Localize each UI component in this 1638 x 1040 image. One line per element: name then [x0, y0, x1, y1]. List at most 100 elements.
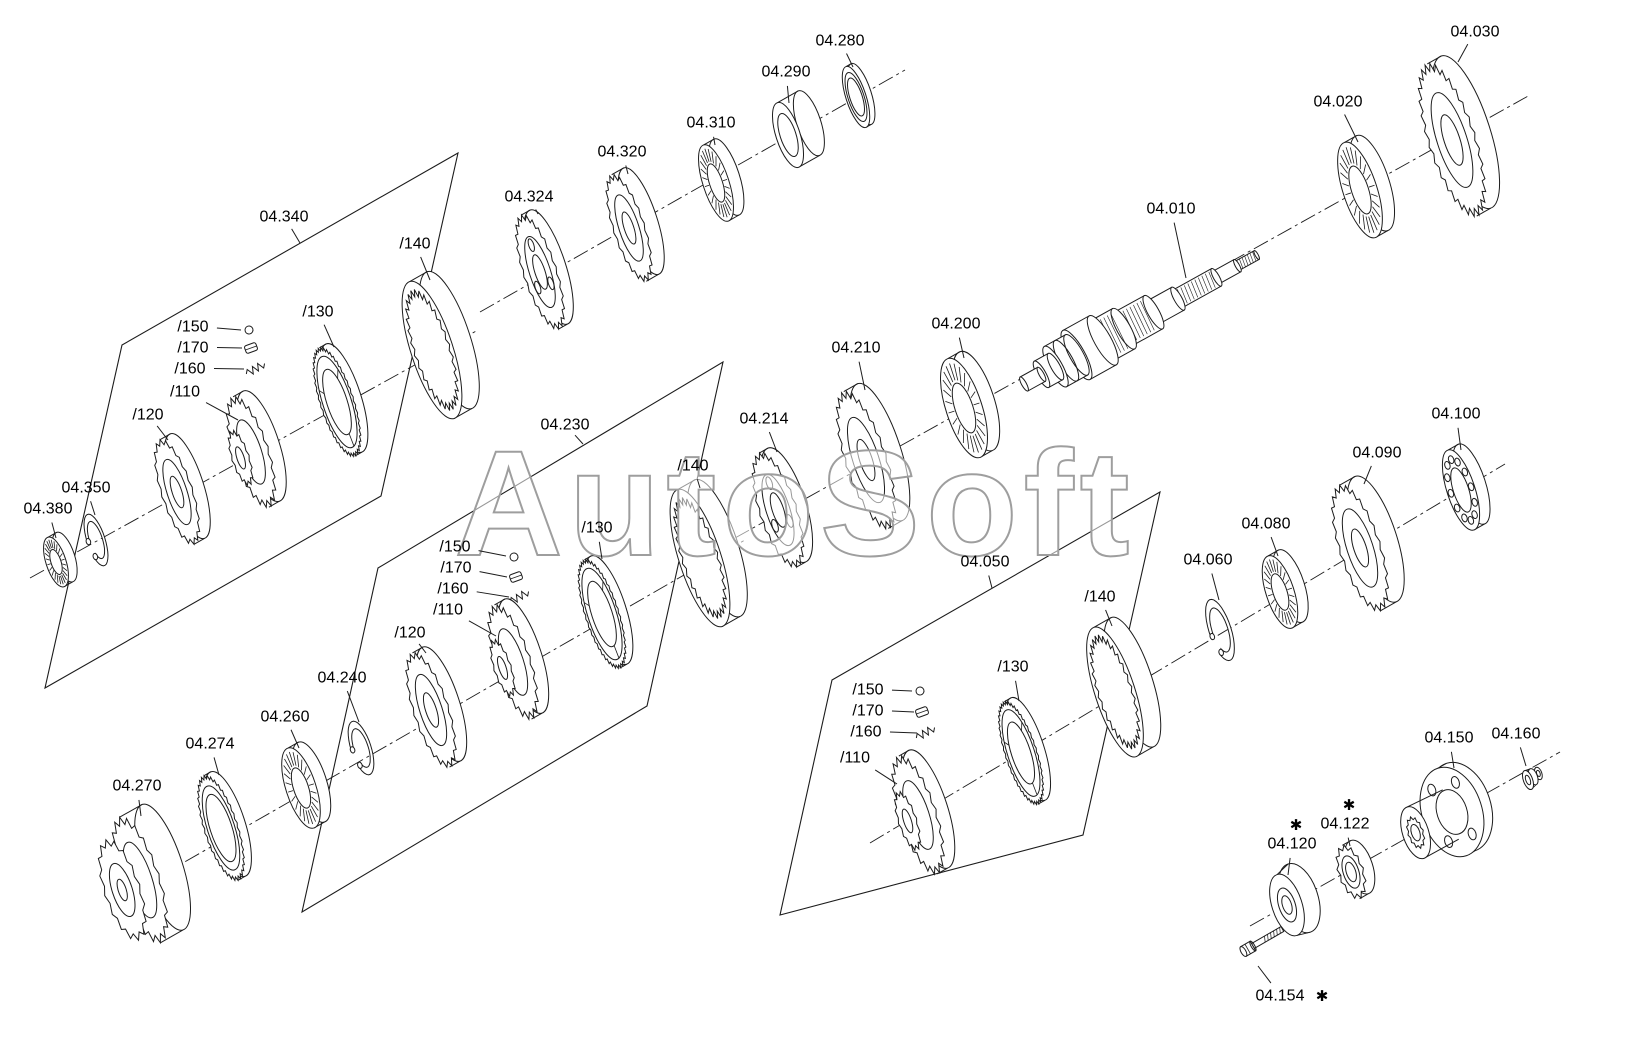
part-label-br-04-122[interactable]: 04.122 [1321, 816, 1370, 833]
part-label-g3-04-060[interactable]: 04.060 [1184, 552, 1233, 569]
part-04-340-160 [245, 362, 266, 376]
leader-line [768, 431, 778, 453]
part-label-g2-150[interactable]: /150 [439, 539, 470, 556]
leader-line [846, 53, 854, 68]
part-label-g2-160[interactable]: /160 [437, 581, 468, 598]
leader-line [420, 256, 431, 281]
part-label-g1-110[interactable]: /110 [170, 384, 200, 401]
part-04-050-170 [915, 706, 929, 718]
part-label-g3-160[interactable]: /160 [850, 724, 881, 741]
leader-line [874, 769, 898, 785]
part-label-g1-04-340[interactable]: 04.340 [260, 209, 309, 226]
part-04-100 [1441, 443, 1491, 531]
part-label-tm-04-290[interactable]: 04.290 [762, 64, 811, 81]
leader-line [156, 425, 169, 441]
part-label-g1-04-350[interactable]: 04.350 [62, 480, 111, 497]
part-label-br-04-154[interactable]: 04.154 [1256, 988, 1305, 1005]
part-label-main-04-214[interactable]: 04.214 [740, 411, 789, 428]
part-04-230-170 [509, 571, 523, 583]
leader-line [1270, 536, 1279, 557]
leader-line [1363, 465, 1372, 485]
part-04-340-130 [312, 343, 369, 458]
leader-line [1257, 965, 1272, 984]
part-label-g1-04-380[interactable]: 04.380 [24, 501, 73, 518]
leader-line [696, 479, 701, 489]
part-label-g2-04-260[interactable]: 04.260 [261, 709, 310, 726]
part-04-270 [97, 803, 192, 945]
leader-line [889, 731, 918, 734]
footnote-star-04-120: ✱ [1290, 817, 1303, 834]
part-label-g3-04-100[interactable]: 04.100 [1432, 406, 1481, 423]
part-label-main-04-020[interactable]: 04.020 [1314, 94, 1363, 111]
leader-line [958, 337, 965, 359]
part-04-050-110 [891, 749, 956, 876]
part-label-g2-04-240[interactable]: 04.240 [318, 670, 367, 687]
leader-line [323, 324, 335, 348]
part-label-br-04-150[interactable]: 04.150 [1425, 730, 1474, 747]
leader-line [713, 136, 716, 146]
leader-line [598, 541, 603, 560]
part-label-main-04-210[interactable]: 04.210 [832, 340, 881, 357]
part-04-280 [841, 62, 876, 129]
part-04-320 [605, 167, 665, 283]
part-04-210 [835, 382, 911, 531]
part-label-main-04-200[interactable]: 04.200 [932, 316, 981, 333]
part-label-g3-04-090[interactable]: 04.090 [1353, 445, 1402, 462]
leader-line [891, 689, 913, 692]
part-label-g3-150[interactable]: /150 [852, 682, 883, 699]
part-label-g2-170[interactable]: /170 [440, 560, 471, 577]
leader-line [216, 327, 242, 331]
part-label-g3-170[interactable]: /170 [852, 703, 883, 720]
part-04-090 [1330, 475, 1405, 613]
part-label-tm-04-320[interactable]: 04.320 [598, 144, 647, 161]
leader-line [346, 690, 360, 723]
part-04-380 [43, 531, 78, 588]
part-label-g1-170[interactable]: /170 [177, 340, 208, 357]
leader-line [1450, 751, 1455, 769]
leader-line [478, 550, 507, 557]
part-label-g2-120[interactable]: /120 [394, 625, 425, 642]
part-label-br-04-160[interactable]: 04.160 [1492, 726, 1541, 743]
part-label-g1-160[interactable]: /160 [174, 361, 205, 378]
part-label-main-04-010[interactable]: 04.010 [1147, 201, 1196, 218]
part-label-g3-110[interactable]: /110 [840, 750, 870, 767]
part-label-g3-140[interactable]: /140 [1084, 589, 1115, 606]
part-label-g2-130[interactable]: /130 [581, 520, 612, 537]
part-label-g1-130[interactable]: /130 [302, 304, 333, 321]
part-label-g3-04-050[interactable]: 04.050 [961, 554, 1010, 571]
part-label-tm-04-280[interactable]: 04.280 [816, 33, 865, 50]
leader-line [468, 620, 497, 637]
part-04-340-170 [244, 342, 258, 354]
leader-line [1344, 114, 1359, 143]
part-04-050-160 [915, 726, 936, 740]
part-label-g3-04-080[interactable]: 04.080 [1242, 516, 1291, 533]
part-label-g1-120[interactable]: /120 [132, 407, 163, 424]
part-label-g1-150[interactable]: /150 [177, 319, 208, 336]
leader-line [213, 367, 245, 370]
part-label-g2-04-270[interactable]: 04.270 [113, 778, 162, 795]
leader-line [138, 799, 142, 817]
axis-line [869, 463, 1506, 844]
leader-line [1519, 747, 1527, 767]
part-04-120 [1269, 863, 1321, 937]
part-label-g2-110[interactable]: /110 [433, 602, 463, 619]
part-label-g3-130[interactable]: /130 [997, 659, 1028, 676]
part-label-tm-04-324[interactable]: 04.324 [505, 189, 554, 206]
part-label-tm-04-310[interactable]: 04.310 [687, 115, 736, 132]
footnote-star-04-122: ✱ [1343, 797, 1356, 814]
leader-line [1015, 680, 1020, 702]
part-label-g1-140[interactable]: /140 [399, 236, 430, 253]
part-04-340-120 [153, 433, 211, 546]
part-label-g2-04-274[interactable]: 04.274 [186, 736, 235, 753]
part-label-g2-04-230[interactable]: 04.230 [541, 417, 590, 434]
part-label-main-04-030[interactable]: 04.030 [1451, 24, 1500, 41]
part-04-274 [197, 770, 252, 882]
part-04-230-120 [405, 646, 468, 769]
leader-line [1105, 609, 1113, 627]
part-label-br-04-120[interactable]: 04.120 [1268, 836, 1317, 853]
part-label-g2-140[interactable]: /140 [677, 458, 708, 475]
part-04-340-110 [225, 390, 287, 510]
leader-line [479, 571, 508, 578]
part-04-060 [1205, 598, 1235, 662]
